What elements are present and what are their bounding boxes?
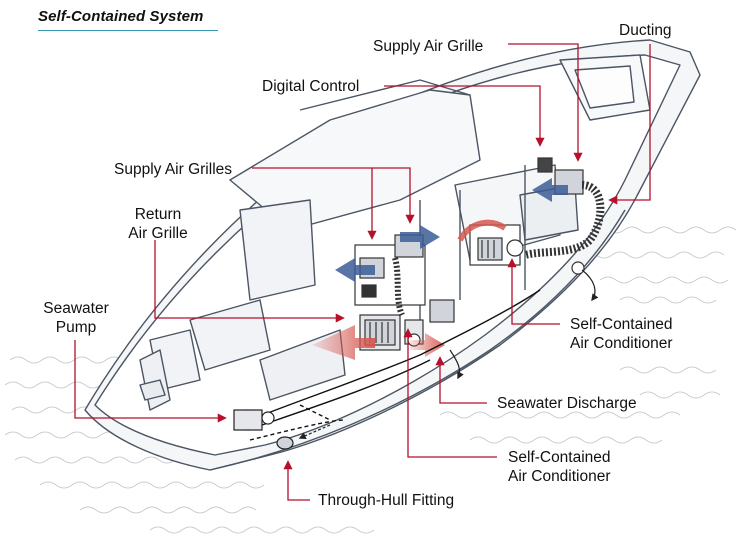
label-self-contained-ac-upper-line2: Air Conditioner [570, 335, 673, 352]
label-return-air-grille: Return Air Grille [118, 205, 198, 243]
label-ducting: Ducting [619, 22, 672, 39]
label-return-air-grille-line1: Return [134, 206, 182, 223]
label-self-contained-ac-lower-line1: Self-Contained [508, 449, 611, 466]
label-supply-air-grille: Supply Air Grille [373, 38, 484, 55]
through-hull-fitting-shape [276, 436, 294, 450]
seawater-pump [233, 409, 275, 431]
leader-lines [74, 43, 651, 501]
label-through-hull-fitting: Through-Hull Fitting [318, 492, 455, 509]
label-self-contained-ac-upper-line1: Self-Contained [570, 316, 673, 333]
label-return-air-grille-line2: Air Grille [128, 225, 188, 242]
diagram-title: Self-Contained System [38, 8, 204, 25]
water-waves [4, 226, 737, 534]
label-seawater-pump: Seawater Pump [40, 299, 112, 337]
discharge-arrows [298, 269, 599, 440]
air-flow-arrows [312, 178, 568, 360]
label-seawater-pump-line1: Seawater [43, 300, 109, 317]
label-self-contained-ac-upper: Self-Contained Air Conditioner [570, 315, 673, 353]
label-seawater-discharge: Seawater Discharge [497, 395, 637, 412]
label-digital-control: Digital Control [262, 78, 360, 95]
plumbing-lines [249, 289, 541, 441]
label-seawater-pump-line2: Pump [55, 319, 97, 336]
title-underline [38, 30, 218, 31]
label-supply-air-grilles: Supply Air Grilles [114, 161, 233, 178]
label-self-contained-ac-lower: Self-Contained Air Conditioner [508, 448, 611, 486]
label-self-contained-ac-lower-line2: Air Conditioner [508, 468, 611, 485]
